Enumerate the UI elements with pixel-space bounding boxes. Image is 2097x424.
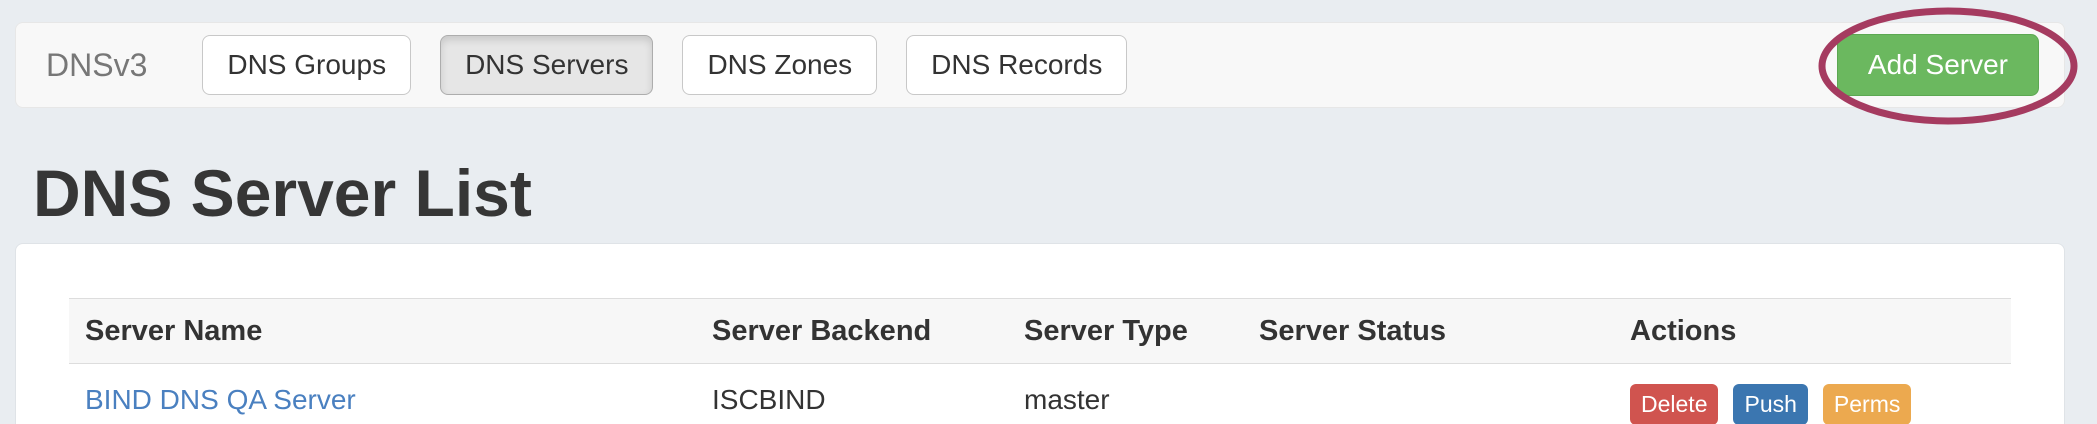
server-name-cell: BIND DNS QA Server [69, 364, 696, 424]
page-title: DNS Server List [33, 156, 532, 230]
actions-cell: Delete Push Perms [1614, 364, 2011, 424]
server-name-link[interactable]: BIND DNS QA Server [85, 384, 356, 415]
column-header-server-type: Server Type [1008, 298, 1243, 364]
column-header-server-backend: Server Backend [696, 298, 1008, 364]
column-header-actions: Actions [1614, 298, 2011, 364]
tab-dns-groups[interactable]: DNS Groups [202, 35, 412, 95]
tab-dns-zones[interactable]: DNS Zones [682, 35, 878, 95]
table-row: BIND DNS QA Server ISCBIND master Delete… [69, 364, 2011, 424]
server-backend-cell: ISCBIND [712, 384, 826, 415]
perms-button[interactable]: Perms [1822, 384, 1912, 424]
brand: DNSv3 [46, 46, 148, 83]
delete-button[interactable]: Delete [1630, 384, 1719, 424]
push-button[interactable]: Push [1733, 384, 1808, 424]
tab-dns-records[interactable]: DNS Records [906, 35, 1128, 95]
column-header-server-name: Server Name [69, 298, 696, 364]
column-header-server-status: Server Status [1243, 298, 1614, 364]
server-table: Server Name Server Backend Server Type S… [69, 298, 2011, 424]
add-server-button[interactable]: Add Server [1836, 34, 2039, 96]
tab-dns-servers[interactable]: DNS Servers [440, 35, 654, 95]
navbar: DNSv3 DNS Groups DNS Servers DNS Zones D… [15, 22, 2065, 108]
server-type-cell: master [1024, 384, 1110, 415]
server-status-cell [1243, 364, 1614, 424]
table-header-row: Server Name Server Backend Server Type S… [69, 298, 2011, 364]
server-list-panel: Server Name Server Backend Server Type S… [15, 243, 2065, 424]
